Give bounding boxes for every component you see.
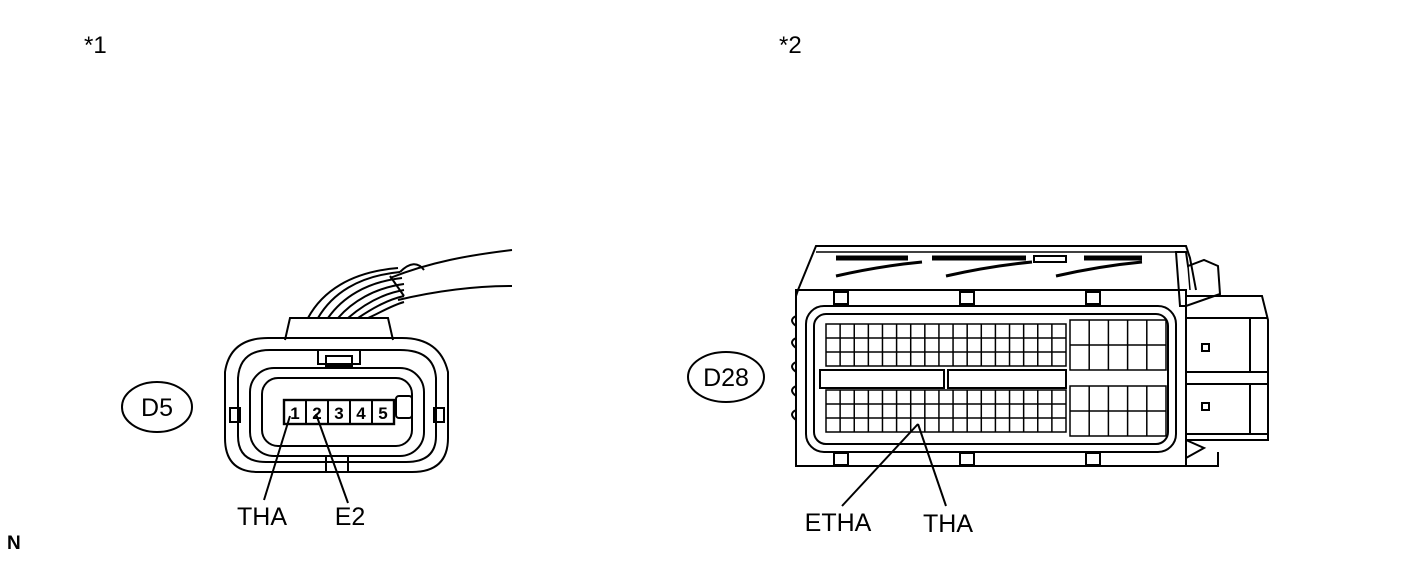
d28-mating-face bbox=[805, 305, 1177, 453]
d28-connector bbox=[791, 245, 1269, 467]
d5-outer-shell bbox=[224, 337, 449, 473]
d5-connector-id: D5 bbox=[141, 394, 173, 422]
d5-leader-lines bbox=[263, 413, 349, 504]
d28-main-body bbox=[795, 289, 1187, 467]
view1-marker: *1 bbox=[84, 32, 107, 59]
d28-connector-id: D28 bbox=[703, 364, 749, 392]
d5-pin-numbers: 1 2 3 4 5 bbox=[290, 404, 387, 423]
d28-grid-upper-right bbox=[1069, 319, 1167, 371]
d28-grid-lower-left bbox=[825, 389, 1067, 433]
d5-connector bbox=[224, 249, 513, 473]
d5-pin-3: 3 bbox=[334, 404, 343, 423]
d28-callout-tha: THA bbox=[923, 510, 973, 538]
d28-callout-etha: ETHA bbox=[805, 509, 872, 537]
d5-callout-e2: E2 bbox=[335, 503, 366, 531]
corner-mark: N bbox=[7, 533, 21, 554]
d5-callout-tha: THA bbox=[237, 503, 287, 531]
d5-pin-1: 1 bbox=[290, 404, 299, 423]
d5-pin-strip bbox=[282, 398, 396, 426]
d5-id-ellipse bbox=[121, 381, 193, 433]
d28-right-latch bbox=[1174, 251, 1222, 307]
d5-pin-4: 4 bbox=[356, 404, 366, 423]
d5-pin-2: 2 bbox=[312, 404, 321, 423]
d28-leader-lines bbox=[841, 423, 947, 507]
d5-pin-5: 5 bbox=[378, 404, 387, 423]
d5-wire-harness bbox=[307, 249, 513, 319]
d28-grid-upper-left bbox=[825, 323, 1067, 367]
d28-extension bbox=[1185, 295, 1269, 441]
d28-id-ellipse bbox=[687, 351, 765, 403]
d28-grid-lower-right bbox=[1069, 385, 1167, 437]
d5-top-latch bbox=[284, 317, 394, 341]
d28-top-housing bbox=[797, 245, 1197, 291]
view2-marker: *2 bbox=[779, 32, 802, 59]
